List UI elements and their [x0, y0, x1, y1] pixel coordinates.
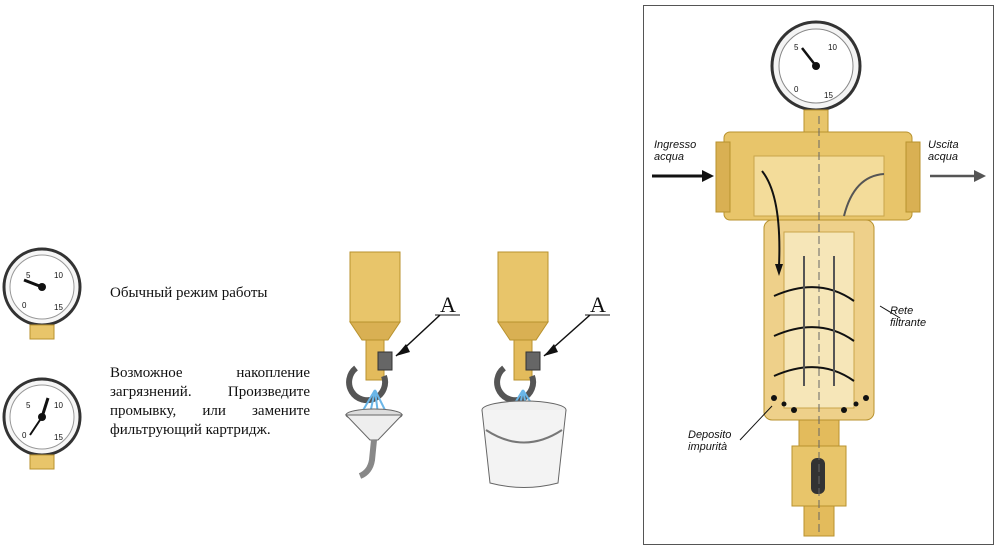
valve-handle-icon[interactable] [494, 365, 537, 404]
gauge-tick-5: 5 [26, 271, 31, 280]
filter-cross-section-panel: 0 5 10 15 [643, 5, 994, 545]
pressure-gauge-normal: 0 5 10 15 [2, 247, 82, 340]
top-pressure-gauge: 0 5 10 15 [770, 20, 862, 133]
flush-assembly-funnel [344, 251, 404, 479]
gauges-group: 0 5 10 15 0 5 10 15 [2, 247, 82, 470]
valve-handle-icon[interactable] [346, 365, 389, 404]
gauge-tick-15: 15 [824, 91, 833, 100]
flush-assembly-bucket [481, 251, 567, 488]
gauge-tick-10: 10 [54, 271, 63, 280]
drain-valve-handle-icon[interactable] [811, 458, 825, 494]
gauge-tick-0: 0 [22, 431, 27, 440]
impurity-deposit [771, 395, 869, 413]
gauge-tick-0: 0 [22, 301, 27, 310]
normal-mode-text: Обычный режим работы [110, 285, 268, 301]
valve-label-a: A [590, 292, 606, 317]
flush-diagram: A A [344, 251, 610, 488]
gauge-tick-5: 5 [794, 43, 799, 52]
gauge-tick-5: 5 [26, 401, 31, 410]
gauge-tick-0: 0 [794, 85, 799, 94]
filter-cross-section: 0 5 10 15 [652, 20, 986, 537]
gauge-tick-15: 15 [54, 303, 63, 312]
pressure-gauge-warning: 0 5 10 15 [2, 377, 82, 470]
gauge-tick-15: 15 [54, 433, 63, 442]
gauge-tick-10: 10 [828, 43, 837, 52]
warning-mode-text: Возможное накопление загрязнений. Произв… [110, 365, 310, 438]
gauge-tick-10: 10 [54, 401, 63, 410]
valve-label-a: A [440, 292, 456, 317]
